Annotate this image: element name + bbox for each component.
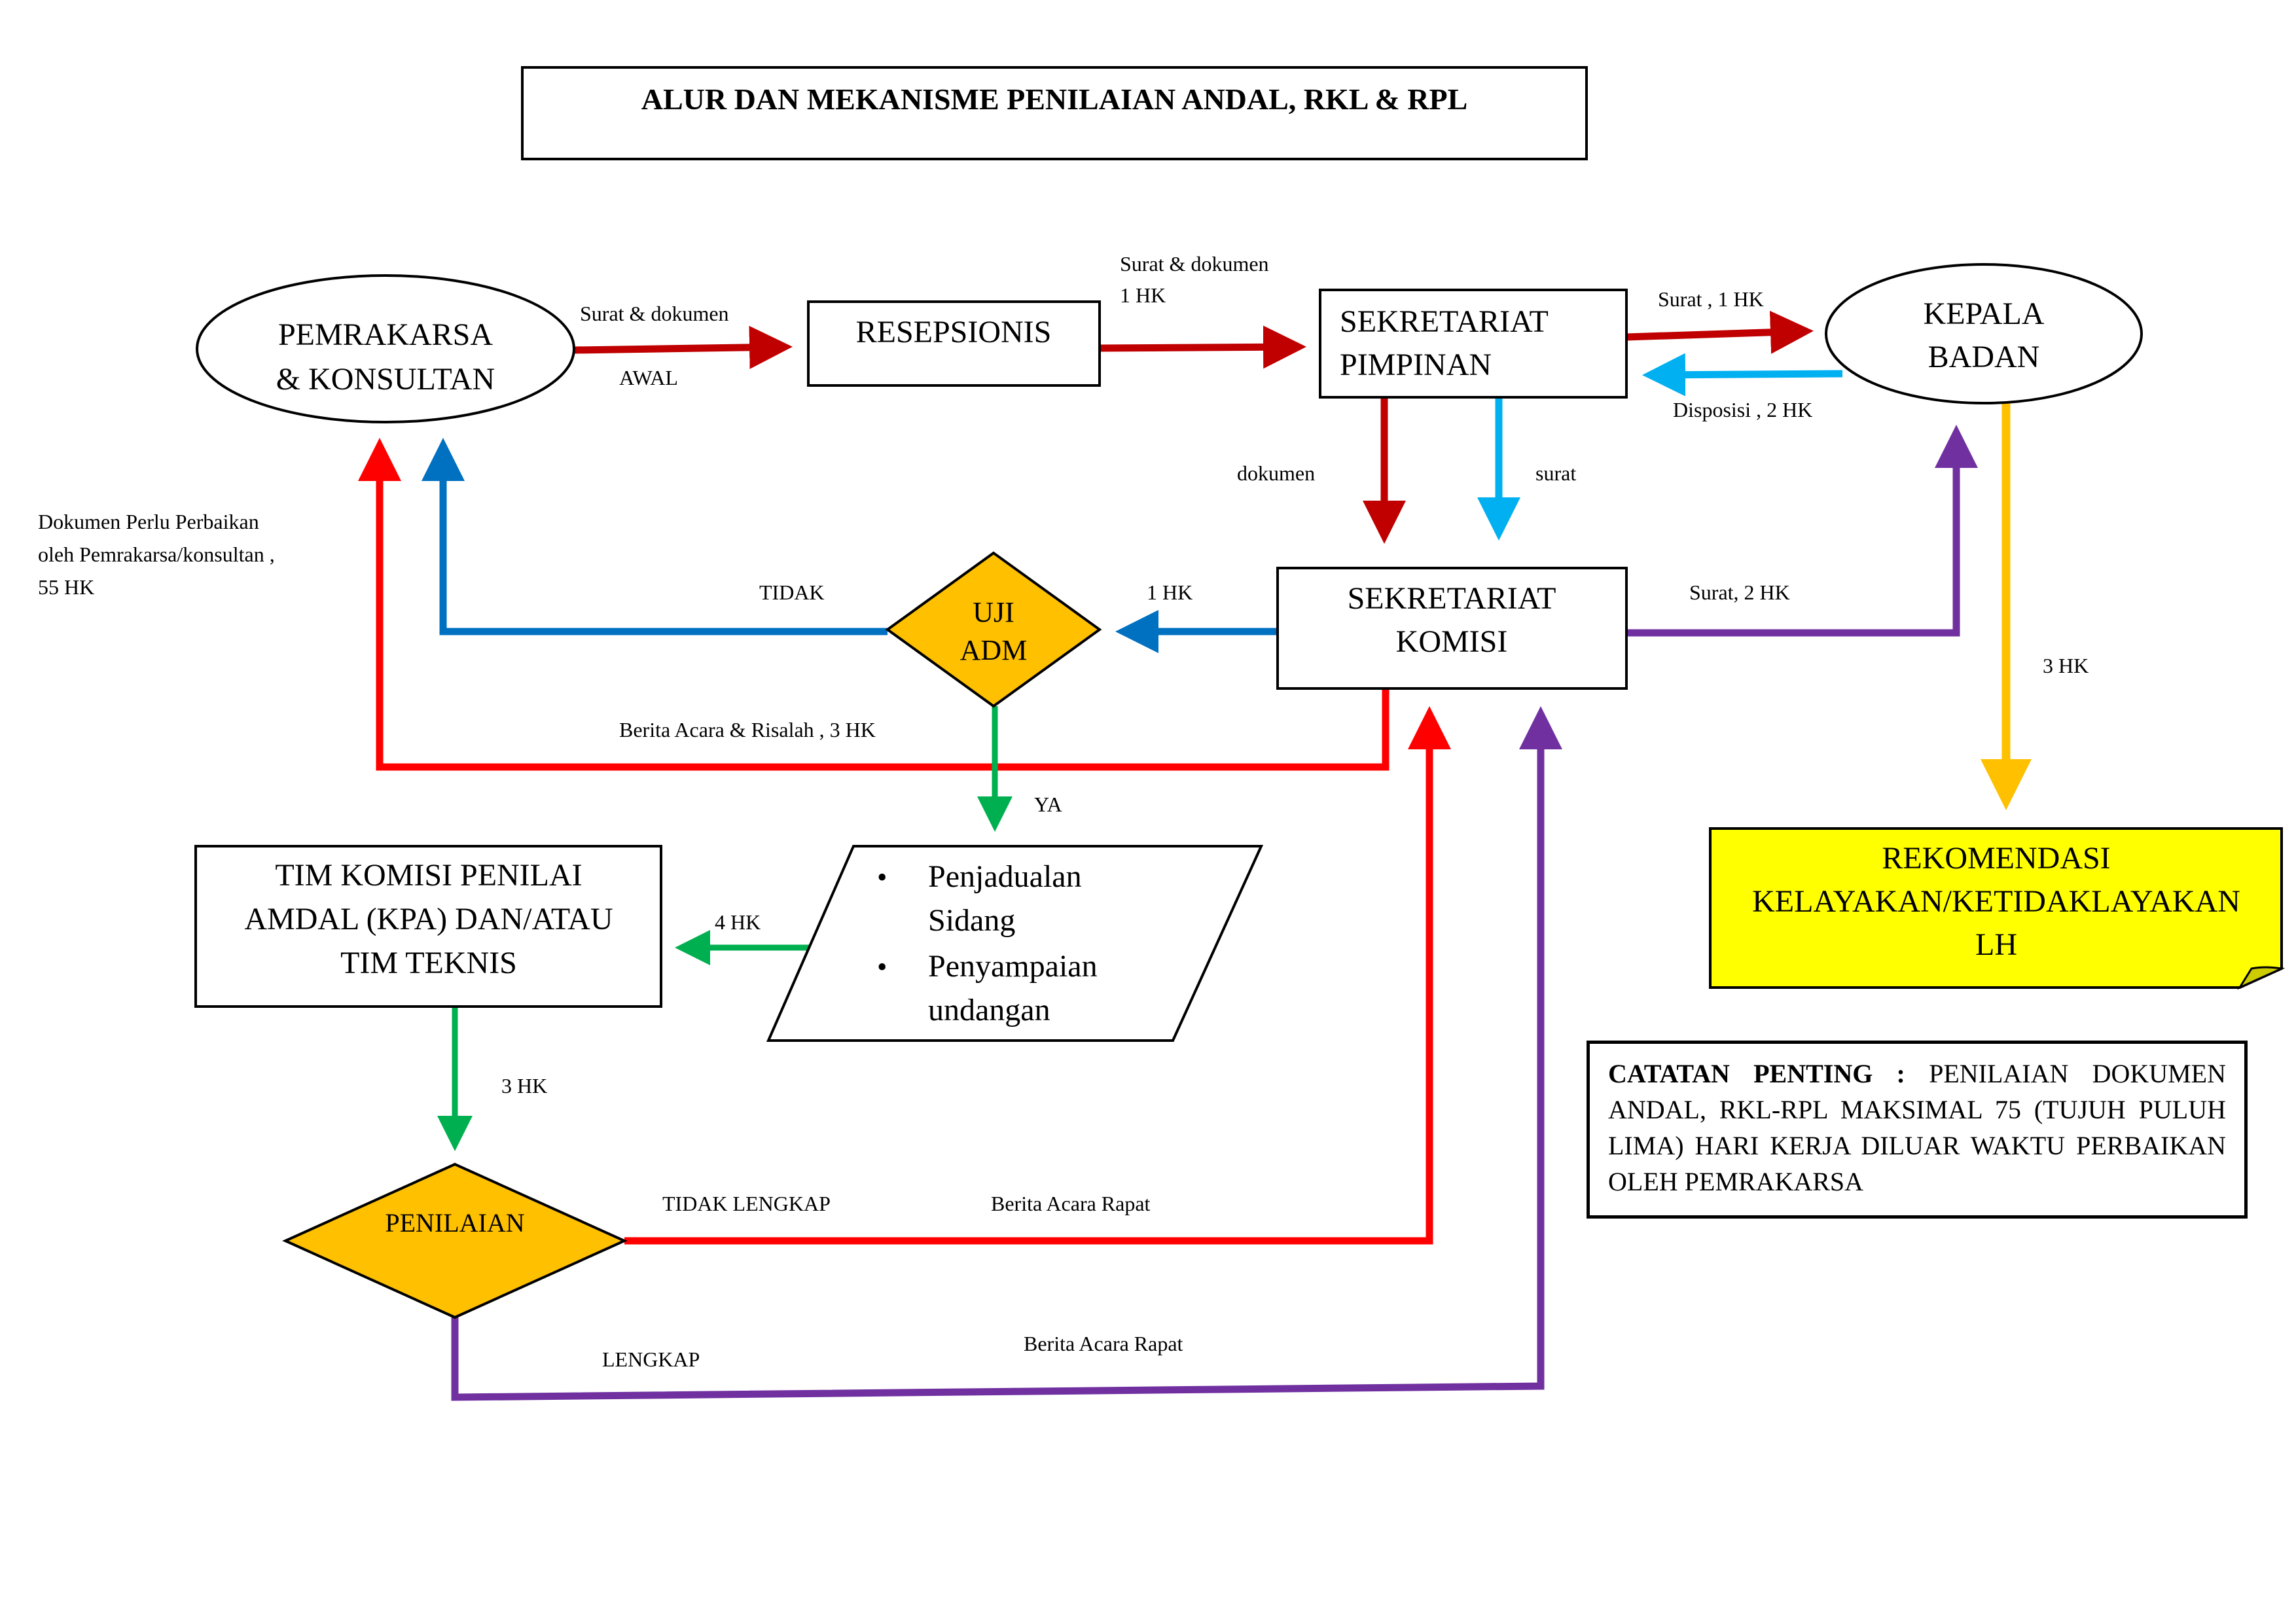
io-penjadualan-sidang[interactable]: • Penjadualan Sidang • Penyampaian undan… xyxy=(766,845,1264,1042)
node-resepsionis[interactable]: RESEPSIONIS xyxy=(807,300,1101,387)
bullet-icon: • xyxy=(877,861,887,893)
node-rekomendasi[interactable]: REKOMENDASI KELAYAKAN/KETIDAKLAYAKAN LH xyxy=(1709,827,2286,990)
sekretariat-pimpinan-label-line1: SEKRETARIAT xyxy=(1340,304,1549,339)
tim-komisi-label-line3: TIM TEKNIS xyxy=(340,946,517,980)
label-perbaikan-line3: 55 HK xyxy=(38,575,94,599)
diagram-title: ALUR DAN MEKANISME PENILAIAN ANDAL, RKL … xyxy=(641,82,1468,116)
sekretariat-komisi-label-line2: KOMISI xyxy=(1396,624,1508,659)
label-awal: AWAL xyxy=(619,366,678,389)
arrow-uji-tidak-to-pemrakarsa xyxy=(422,438,888,635)
node-tim-komisi-penilai[interactable]: TIM KOMISI PENILAI AMDAL (KPA) DAN/ATAU … xyxy=(194,845,662,1008)
label-ya: YA xyxy=(1034,793,1062,816)
uji-adm-label-line1: UJI xyxy=(973,596,1014,628)
node-kepala-badan[interactable]: KEPALA BADAN xyxy=(1825,263,2143,404)
tim-komisi-label-line1: TIM KOMISI PENILAI xyxy=(275,858,582,893)
arrow-komisi-to-pemrakarsa-perbaikan xyxy=(358,438,1390,771)
label-3hk-tim: 3 HK xyxy=(501,1074,547,1097)
jadwal-item2-line2: undangan xyxy=(928,993,1050,1027)
arrow-komisi-to-kepala xyxy=(1626,425,1978,637)
node-pemrakarsa-konsultan[interactable]: PEMRAKARSA & KONSULTAN xyxy=(196,274,575,423)
sekretariat-komisi-label-line1: SEKRETARIAT xyxy=(1348,581,1556,616)
decision-uji-adm[interactable]: UJI ADM xyxy=(885,551,1102,708)
arrow-resepsionis-to-pimpinan xyxy=(1099,325,1306,369)
node-sekretariat-komisi[interactable]: SEKRETARIAT KOMISI xyxy=(1276,567,1628,690)
rekomendasi-label-line3: LH xyxy=(1975,927,2017,962)
label-3hk-rekomendasi: 3 HK xyxy=(2043,654,2089,677)
arrow-penilaian-tidak-lengkap-to-komisi xyxy=(624,706,1451,1245)
label-tidak-lengkap: TIDAK LENGKAP xyxy=(662,1192,831,1215)
resepsionis-label: RESEPSIONIS xyxy=(856,315,1052,349)
label-4hk: 4 HK xyxy=(715,910,761,934)
label-surat: surat xyxy=(1535,461,1576,485)
folded-corner-icon xyxy=(2237,966,2286,990)
label-surat-1hk: Surat , 1 HK xyxy=(1658,287,1764,311)
decision-penilaian[interactable]: PENILAIAN xyxy=(282,1162,628,1319)
label-surat-dokumen-resepsionis: Surat & dokumen xyxy=(1120,252,1269,276)
uji-adm-label-line2: ADM xyxy=(960,634,1028,666)
label-disposisi-2hk: Disposisi , 2 HK xyxy=(1673,398,1812,421)
node-sekretariat-pimpinan[interactable]: SEKRETARIAT PIMPINAN xyxy=(1319,289,1628,399)
label-lengkap: LENGKAP xyxy=(602,1347,700,1371)
label-dokumen: dokumen xyxy=(1237,461,1315,485)
arrow-kepala-to-pimpinan xyxy=(1642,353,1843,397)
label-1hk-komisi: 1 HK xyxy=(1147,580,1193,604)
catatan-penting-box: CATATAN PENTING : PENILAIAN DOKUMEN ANDA… xyxy=(1587,1041,2248,1219)
label-berita-acara-rapat-1: Berita Acara Rapat xyxy=(991,1192,1151,1215)
rekomendasi-label-line2: KELAYAKAN/KETIDAKLAYAKAN xyxy=(1752,884,2240,919)
note-heading: CATATAN PENTING : xyxy=(1608,1059,1905,1088)
label-surat-dokumen-awal: Surat & dokumen xyxy=(580,302,729,325)
bullet-icon: • xyxy=(877,951,887,983)
arrow-pimpinan-to-kepala xyxy=(1626,310,1814,354)
jadwal-item1-line1: Penjadualan xyxy=(928,859,1082,894)
title-box: ALUR DAN MEKANISME PENILAIAN ANDAL, RKL … xyxy=(521,66,1588,160)
label-perbaikan-line2: oleh Pemrakarsa/konsultan , xyxy=(38,543,275,566)
rekomendasi-label-line1: REKOMENDASI xyxy=(1882,841,2110,876)
note-body: PENILAIAN DOKUMEN ANDAL, RKL-RPL MAKSIMA… xyxy=(1608,1059,2226,1196)
jadwal-item1-line2: Sidang xyxy=(928,903,1015,938)
arrow-penilaian-lengkap-to-komisi xyxy=(451,706,1562,1401)
penilaian-label: PENILAIAN xyxy=(385,1208,524,1238)
kepala-badan-label-line2: BADAN xyxy=(1928,340,2040,374)
pemrakarsa-label-line2: & KONSULTAN xyxy=(276,362,495,397)
arrow-pemrakarsa-to-resepsionis xyxy=(573,325,793,369)
label-berita-acara-risalah: Berita Acara & Risalah , 3 HK xyxy=(619,718,876,741)
sekretariat-pimpinan-label-line2: PIMPINAN xyxy=(1340,348,1492,382)
tim-komisi-label-line2: AMDAL (KPA) DAN/ATAU xyxy=(244,902,613,936)
label-perbaikan-line1: Dokumen Perlu Perbaikan xyxy=(38,510,259,533)
label-surat-2hk: Surat, 2 HK xyxy=(1689,580,1790,604)
pemrakarsa-label-line1: PEMRAKARSA xyxy=(278,317,493,352)
kepala-badan-label-line1: KEPALA xyxy=(1924,296,2045,331)
label-1hk-resepsionis: 1 HK xyxy=(1120,283,1166,307)
label-berita-acara-rapat-2: Berita Acara Rapat xyxy=(1024,1332,1183,1355)
jadwal-item2-line1: Penyampaian xyxy=(928,949,1098,984)
label-tidak: TIDAK xyxy=(759,580,825,604)
